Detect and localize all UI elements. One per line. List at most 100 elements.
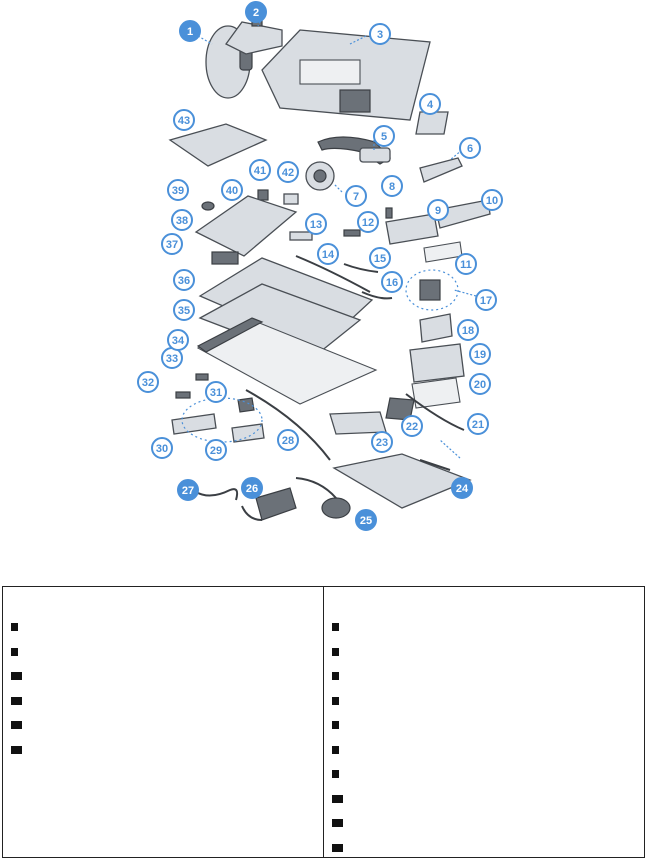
coin-battery-part <box>202 202 214 210</box>
callout-number: 32 <box>142 377 154 389</box>
antenna-bracket-part <box>420 158 462 182</box>
callout-number: 30 <box>156 443 168 455</box>
legend-marker-icon <box>11 623 18 631</box>
io-board-part <box>172 414 216 434</box>
callout-number: 33 <box>166 353 178 365</box>
callout-number: 25 <box>360 515 372 527</box>
callout-13: 13 <box>306 214 326 234</box>
callout-30: 30 <box>152 438 172 458</box>
legend-row <box>332 787 636 812</box>
callout-5: 5 <box>374 126 394 146</box>
hinge-cover-part <box>416 112 448 134</box>
legend-marker-icon <box>332 648 339 656</box>
system-fan-part <box>306 162 334 190</box>
expansion-card-part <box>212 252 238 264</box>
callout-number: 9 <box>435 205 441 217</box>
callout-7: 7 <box>346 186 366 206</box>
callout-14: 14 <box>318 244 338 264</box>
callout-39: 39 <box>168 180 188 200</box>
hard-drive-part <box>410 344 464 382</box>
legend-row <box>332 615 636 640</box>
legend-marker-icon <box>332 844 343 852</box>
callout-number: 39 <box>172 185 184 197</box>
callout-number: 12 <box>362 217 374 229</box>
callout-number: 21 <box>472 419 484 431</box>
callout-34: 34 <box>168 330 188 350</box>
callout-38: 38 <box>172 210 192 230</box>
rear-cover-part <box>262 30 430 120</box>
legend-row <box>11 738 315 763</box>
clip-part <box>176 392 190 398</box>
legend-row <box>332 664 636 689</box>
callout-number: 15 <box>374 253 386 265</box>
callout-number: 41 <box>254 165 266 177</box>
callout-number: 42 <box>282 167 294 179</box>
callout-43: 43 <box>174 110 194 130</box>
legend-marker-icon <box>11 648 18 656</box>
legend-row <box>332 762 636 787</box>
button-board-part <box>196 374 208 380</box>
callout-number: 8 <box>389 181 395 193</box>
callout-number: 13 <box>310 219 322 231</box>
callout-number: 23 <box>376 437 388 449</box>
callout-22: 22 <box>402 416 422 436</box>
callout-41: 41 <box>250 160 270 180</box>
callout-number: 26 <box>246 483 258 495</box>
callout-number: 24 <box>456 483 469 495</box>
callout-number: 5 <box>381 131 387 143</box>
callout-18: 18 <box>458 320 478 340</box>
callout-33: 33 <box>162 348 182 368</box>
legend-row <box>11 689 315 714</box>
legend-row <box>332 738 636 763</box>
legend-marker-icon <box>332 770 339 778</box>
callout-number: 16 <box>386 277 398 289</box>
legend-marker-icon <box>332 623 339 631</box>
legend-marker-icon <box>11 672 22 680</box>
power-cord-part <box>196 489 237 500</box>
card-reader-part <box>232 424 264 442</box>
callout-40: 40 <box>222 180 242 200</box>
m2-card-part <box>290 232 312 240</box>
camera-part <box>420 280 440 300</box>
callout-3: 3 <box>370 24 390 44</box>
callout-31: 31 <box>206 382 226 402</box>
callout-21: 21 <box>468 414 488 434</box>
callout-10: 10 <box>482 190 502 210</box>
mouse-part <box>322 498 350 518</box>
legend-marker-icon <box>11 697 22 705</box>
wifi-card-part <box>344 230 360 236</box>
callout-number: 20 <box>474 379 486 391</box>
callout-4: 4 <box>420 94 440 114</box>
callout-number: 1 <box>187 26 193 38</box>
speaker-part <box>330 412 386 434</box>
callout-number: 43 <box>178 115 190 127</box>
legend-marker-icon <box>332 721 339 729</box>
legend-right-column <box>323 587 644 857</box>
callout-number: 2 <box>253 7 259 19</box>
callout-number: 35 <box>178 305 190 317</box>
callout-number: 38 <box>176 215 188 227</box>
callout-12: 12 <box>358 212 378 232</box>
small-board-part <box>258 190 268 200</box>
legend-marker-icon <box>11 721 22 729</box>
callout-29: 29 <box>206 440 226 460</box>
callout-23: 23 <box>372 432 392 452</box>
legend-row <box>11 664 315 689</box>
hdd-bracket-part <box>420 314 452 342</box>
callout-number: 17 <box>480 295 492 307</box>
callout-19: 19 <box>470 344 490 364</box>
callout-8: 8 <box>382 176 402 196</box>
callout-28: 28 <box>278 430 298 450</box>
legend-row <box>332 713 636 738</box>
legend-row <box>11 615 315 640</box>
mouse-cable <box>296 478 336 498</box>
callout-1: 1 <box>180 21 200 41</box>
callout-17: 17 <box>476 290 496 310</box>
callout-number: 31 <box>210 387 222 399</box>
small-cover-part <box>238 398 254 412</box>
callout-number: 4 <box>427 99 434 111</box>
legend-row <box>11 713 315 738</box>
callout-32: 32 <box>138 372 158 392</box>
callout-27: 27 <box>178 480 198 500</box>
